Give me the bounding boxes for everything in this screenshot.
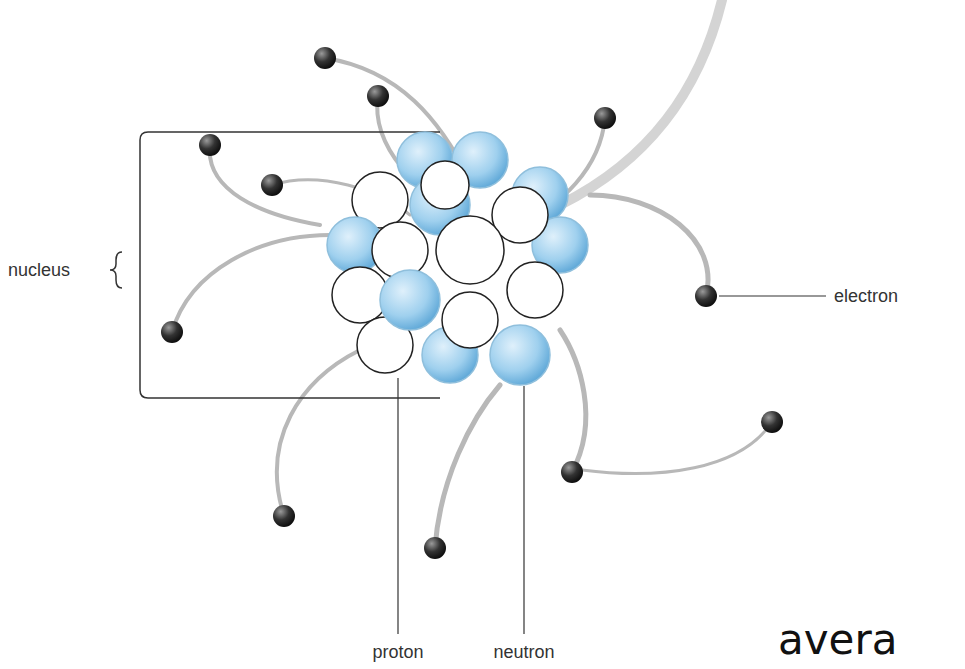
part-label: electron bbox=[834, 286, 898, 306]
part-label-holder: proton bbox=[372, 642, 423, 663]
part-label-holder: electron bbox=[834, 286, 898, 307]
part-label-holder: neutron bbox=[493, 642, 554, 663]
nucleus-particles bbox=[327, 132, 588, 385]
nucleus-bracket bbox=[140, 132, 440, 398]
electrons bbox=[161, 47, 783, 559]
part-label-holder: nucleus bbox=[8, 260, 70, 281]
part-label: nucleus bbox=[8, 260, 70, 280]
slide-text-holder: avera bbox=[778, 616, 897, 664]
slide-text: avera bbox=[778, 615, 897, 664]
part-label: proton bbox=[372, 642, 423, 662]
leader-lines bbox=[398, 296, 826, 634]
nucleus-brace bbox=[110, 252, 122, 288]
part-label: neutron bbox=[493, 642, 554, 662]
